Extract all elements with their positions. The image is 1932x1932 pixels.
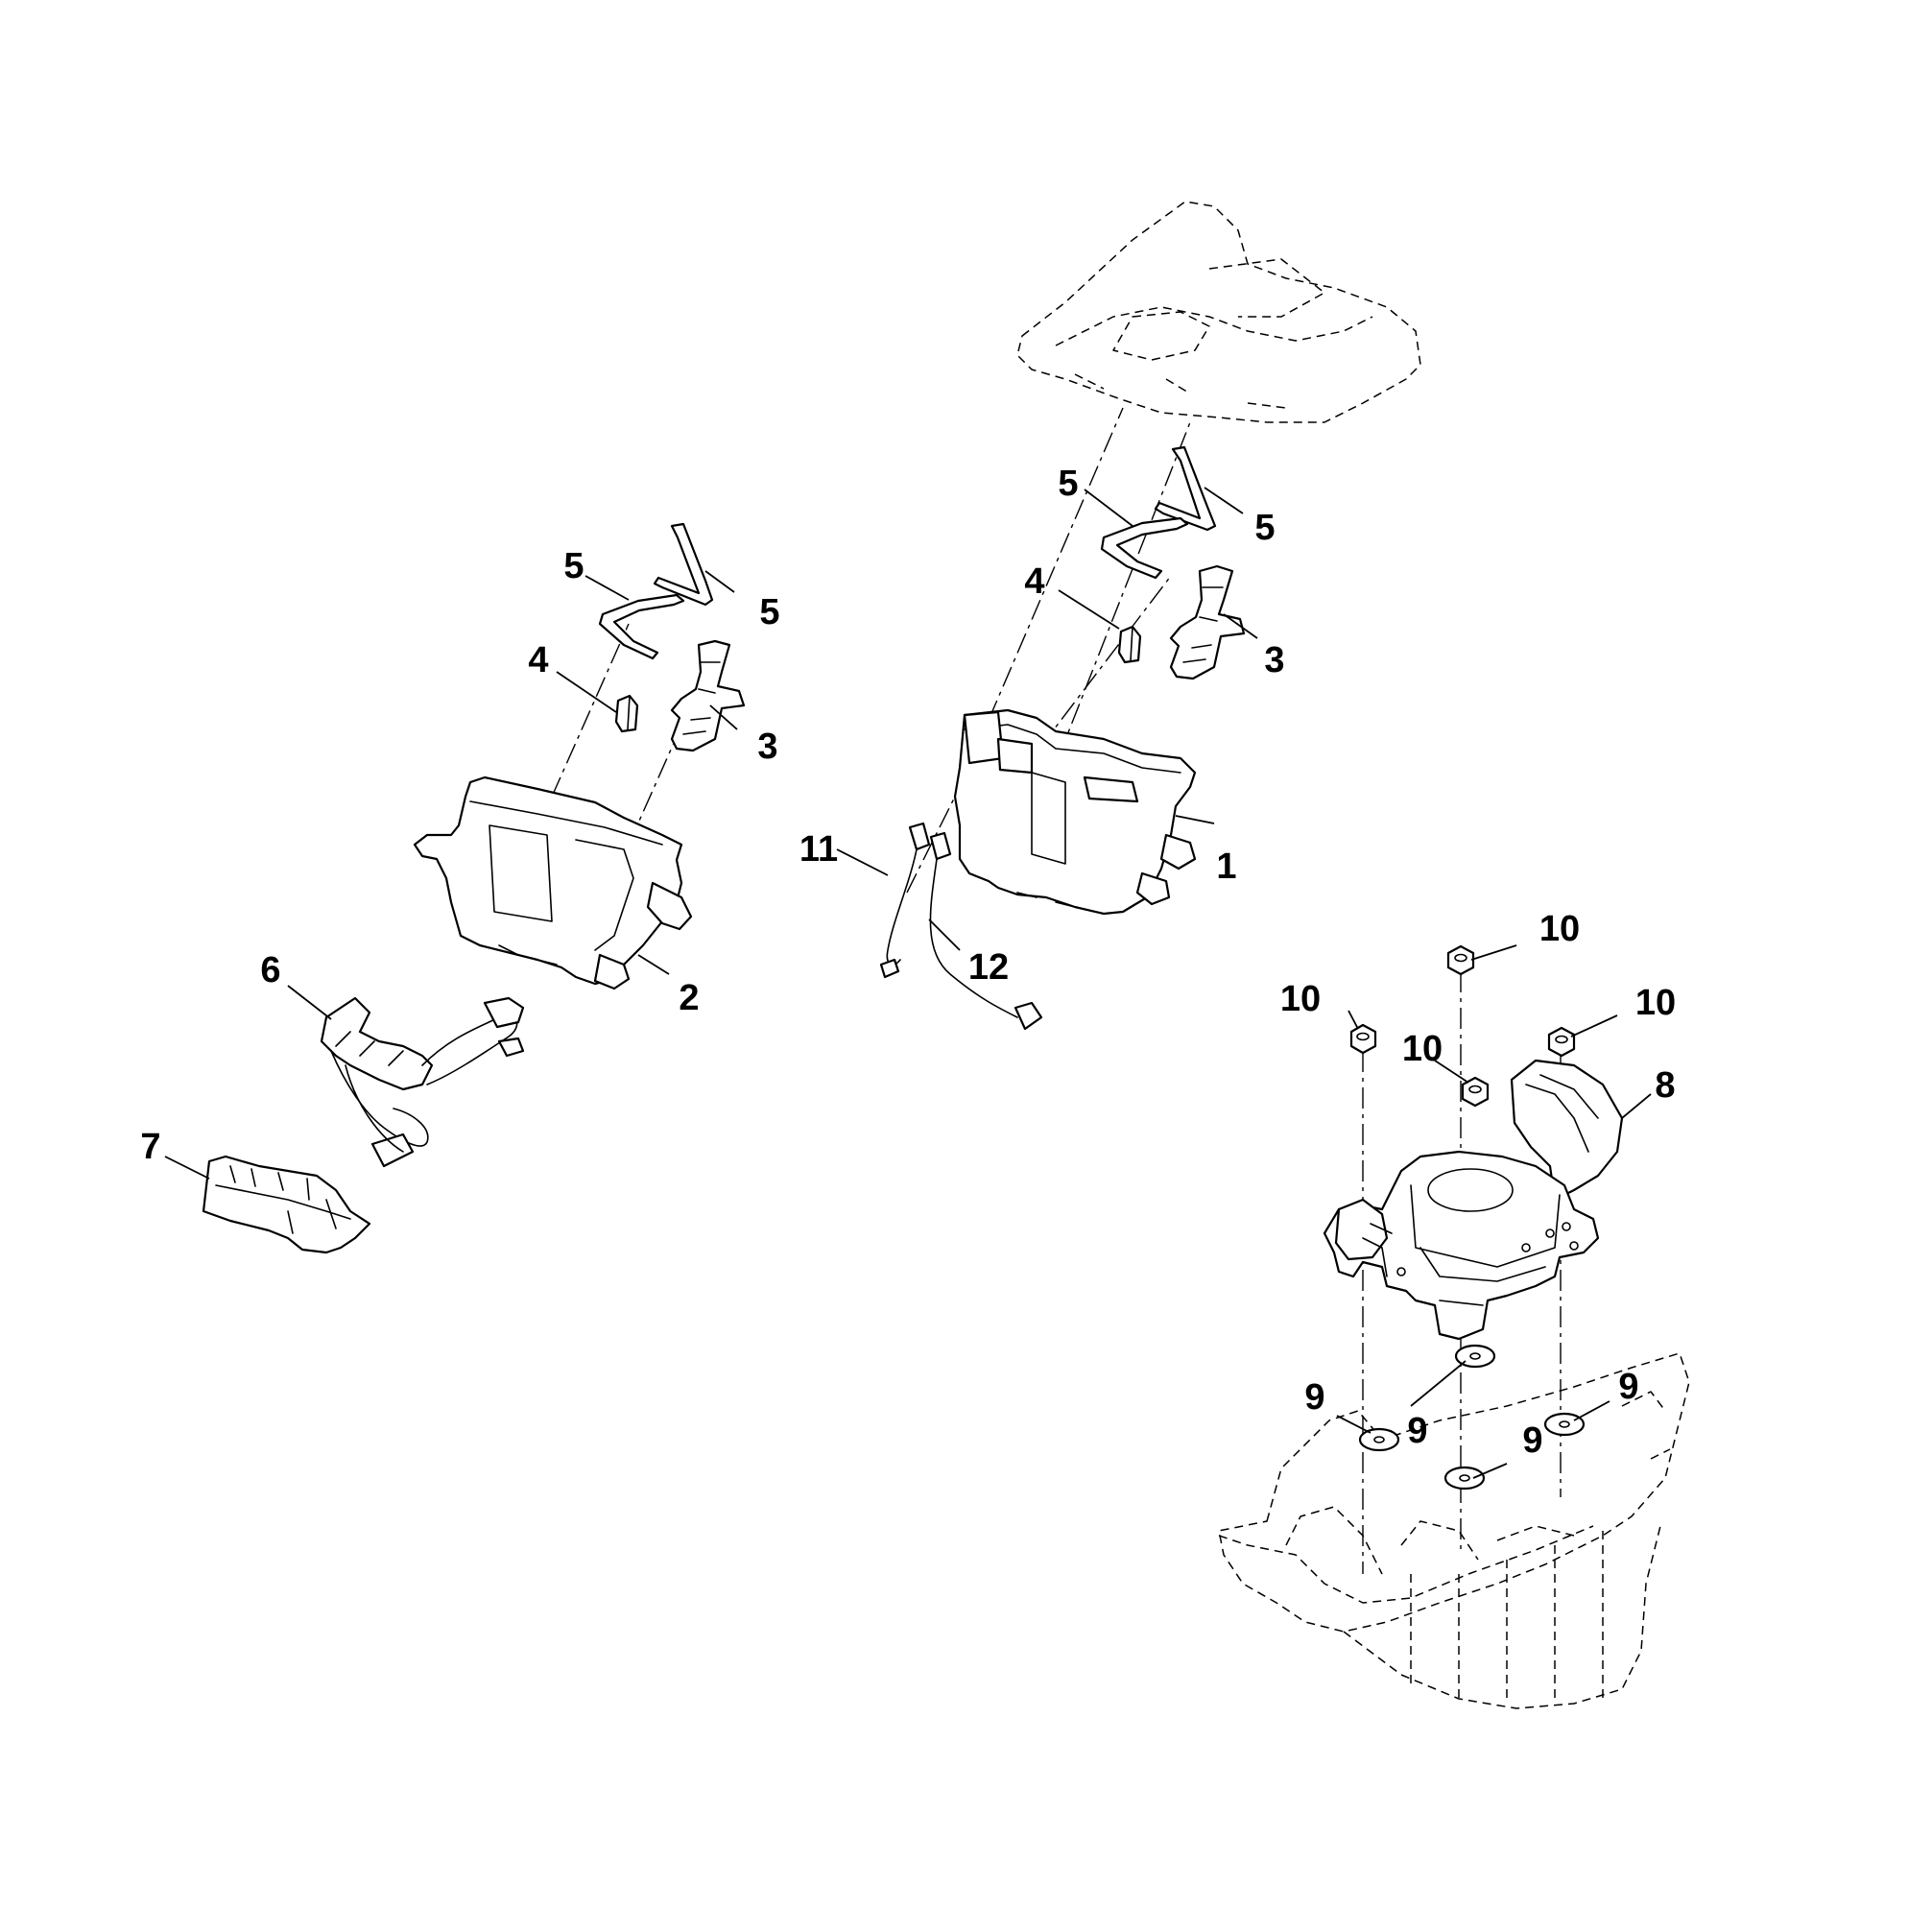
part-12-cable: [929, 831, 1043, 1031]
part-10-nut-c: [1461, 1076, 1490, 1108]
part-4-block-right: [1117, 625, 1142, 664]
callout-2: 2: [679, 978, 699, 1018]
callout-11: 11: [799, 829, 838, 870]
callout-10-c: 10: [1402, 1029, 1443, 1069]
callout-12: 12: [968, 947, 1009, 988]
callout-8: 8: [1655, 1065, 1675, 1106]
part-10-nut-d: [1547, 1026, 1576, 1058]
callout-7: 7: [140, 1127, 160, 1167]
part-2-housing-left: [413, 775, 693, 990]
callout-5-left-lower: 5: [759, 592, 779, 632]
lower-housing-outline: [1218, 1352, 1690, 1709]
callout-3-right: 3: [1264, 640, 1284, 680]
part-6-harness: [320, 996, 525, 1168]
part-5-clip-left-upper: [653, 522, 714, 607]
callout-10-b: 10: [1539, 909, 1580, 949]
callout-9-b: 9: [1407, 1411, 1427, 1451]
part-5-clip-right-upper: [1154, 445, 1217, 532]
part-10-nut-a: [1349, 1023, 1377, 1055]
callout-5-right-lower: 5: [1254, 508, 1275, 548]
callout-4-left: 4: [528, 640, 548, 680]
callouts: 1 2 3 3 4 4 5 5 5 5 6 7 8 9 9 9 9 10 10 …: [140, 464, 1676, 1461]
part-11-cable: [879, 822, 931, 979]
part-4-block-left: [614, 694, 639, 733]
part-9-washer-c: [1443, 1466, 1486, 1491]
part-5-clip-right-lower: [1100, 516, 1189, 580]
callout-1: 1: [1216, 847, 1236, 887]
part-8-motor: [1323, 1059, 1624, 1341]
top-cover-outline: [1016, 201, 1421, 423]
callout-3-left: 3: [757, 727, 777, 767]
callout-10-d: 10: [1635, 983, 1676, 1023]
callout-5-left-upper: 5: [563, 546, 584, 586]
part-9-washer-a: [1358, 1427, 1400, 1452]
callout-6: 6: [260, 950, 280, 990]
callout-5-right-upper: 5: [1058, 464, 1078, 504]
leader-lines: [164, 487, 1652, 1479]
callout-9-a: 9: [1304, 1377, 1324, 1418]
part-3-latch-left: [670, 639, 746, 752]
part-3-latch-right: [1169, 564, 1246, 680]
callout-4-right: 4: [1024, 561, 1044, 602]
part-10-nut-b: [1446, 944, 1475, 976]
callout-9-d: 9: [1618, 1367, 1638, 1407]
callout-10-a: 10: [1280, 979, 1321, 1019]
part-5-clip-left-lower: [598, 593, 685, 660]
part-1-housing-right: [953, 708, 1197, 916]
callout-9-c: 9: [1522, 1420, 1542, 1461]
part-7-bracket: [202, 1155, 371, 1254]
part-9-washer-d: [1543, 1412, 1586, 1437]
